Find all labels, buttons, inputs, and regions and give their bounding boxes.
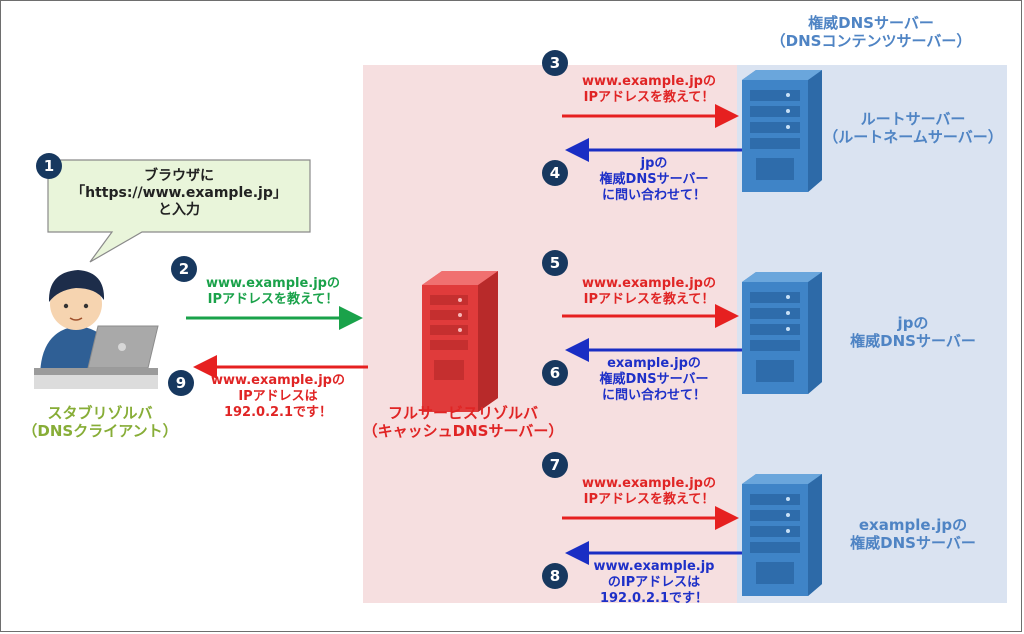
step-8-line1: www.example.jp	[593, 559, 715, 574]
example-server-label-line2: 権威DNSサーバー	[850, 534, 976, 553]
example-server-label: example.jpの 権威DNSサーバー	[818, 516, 1008, 553]
client-person-illustration	[34, 270, 159, 389]
resolver-server-illustration	[422, 271, 498, 412]
step-badge-1: 1	[36, 153, 62, 179]
jp-server-label: jpの 権威DNSサーバー	[818, 314, 1008, 351]
step-7-line2: IPアドレスを教えて！	[583, 491, 715, 507]
step-badge-9: 9	[168, 370, 194, 396]
root-server-label-line2: （ルートネームサーバー）	[823, 128, 1003, 147]
client-label: スタブリゾルバ （DNSクライアント）	[10, 404, 190, 441]
step-9-line2: IPアドレスは	[238, 388, 318, 404]
jp-server-illustration	[742, 272, 822, 394]
step-4-line1: jpの	[640, 156, 668, 171]
bubble-text-line3: と入力	[158, 202, 200, 219]
step-6-line3: に問い合わせて！	[601, 387, 706, 403]
authority-zone-title: 権威DNSサーバー （DNSコンテンツサーバー）	[763, 14, 979, 51]
step-6-line2: 権威DNSサーバー	[599, 371, 709, 387]
step-9-line1: www.example.jpの	[211, 373, 345, 388]
step-2-message: www.example.jpの IPアドレスを教えて！	[180, 276, 366, 308]
step-8-line2: のIPアドレスは	[607, 574, 701, 590]
step-badge-7: 7	[542, 452, 568, 478]
resolver-label: フルサービスリゾルバ （キャッシュDNSサーバー）	[355, 404, 571, 441]
speech-bubble	[47, 159, 311, 263]
step-badge-3: 3	[542, 50, 568, 76]
step-8-line3: 192.0.2.1です！	[599, 590, 709, 606]
step-8-message: www.example.jp のIPアドレスは 192.0.2.1です！	[566, 559, 742, 607]
step-3-line2: IPアドレスを教えて！	[583, 89, 715, 105]
step-5-line1: www.example.jpの	[582, 276, 716, 291]
step-3-line1: www.example.jpの	[582, 74, 716, 89]
step-badge-4: 4	[542, 160, 568, 186]
step-4-message: jpの 権威DNSサーバー に問い合わせて！	[566, 156, 742, 204]
authority-zone-title-line1: 権威DNSサーバー	[808, 14, 934, 32]
root-server-illustration	[742, 70, 822, 192]
bubble-text-line1: ブラウザに	[144, 168, 214, 184]
jp-server-label-line1: jpの	[897, 314, 929, 332]
bubble-text: ブラウザに 「https://www.example.jp」 と入力	[50, 168, 308, 219]
step-7-message: www.example.jpの IPアドレスを教えて！	[556, 476, 742, 508]
root-server-label-line1: ルートサーバー	[860, 110, 966, 128]
step-5-line2: IPアドレスを教えて！	[583, 291, 715, 307]
example-server-label-line1: example.jpの	[858, 516, 968, 534]
step-7-line1: www.example.jpの	[582, 476, 716, 491]
step-badge-8: 8	[542, 563, 568, 589]
client-label-sub: （DNSクライアント）	[22, 422, 178, 441]
jp-server-label-line2: 権威DNSサーバー	[850, 332, 976, 351]
step-9-message: www.example.jpの IPアドレスは 192.0.2.1です！	[190, 373, 366, 421]
step-2-line1: www.example.jpの	[206, 276, 340, 291]
authority-zone-title-line2: （DNSコンテンツサーバー）	[770, 32, 972, 51]
root-server-label: ルートサーバー （ルートネームサーバー）	[818, 110, 1008, 147]
resolver-label-name: フルサービスリゾルバ	[387, 404, 538, 422]
step-6-line1: example.jpの	[607, 356, 701, 371]
example-server-illustration	[742, 474, 822, 596]
resolver-label-sub: （キャッシュDNSサーバー）	[362, 422, 564, 441]
step-9-line3: 192.0.2.1です！	[223, 404, 333, 420]
step-4-line2: 権威DNSサーバー	[599, 171, 709, 187]
step-badge-6: 6	[542, 360, 568, 386]
step-5-message: www.example.jpの IPアドレスを教えて！	[556, 276, 742, 308]
bubble-text-line2: 「https://www.example.jp」	[71, 185, 287, 202]
step-3-message: www.example.jpの IPアドレスを教えて！	[556, 74, 742, 106]
step-6-message: example.jpの 権威DNSサーバー に問い合わせて！	[566, 356, 742, 404]
step-4-line3: に問い合わせて！	[601, 187, 706, 203]
step-2-line2: IPアドレスを教えて！	[207, 291, 339, 307]
step-badge-5: 5	[542, 250, 568, 276]
client-label-name: スタブリゾルバ	[47, 404, 153, 422]
step-badge-2: 2	[171, 256, 197, 282]
